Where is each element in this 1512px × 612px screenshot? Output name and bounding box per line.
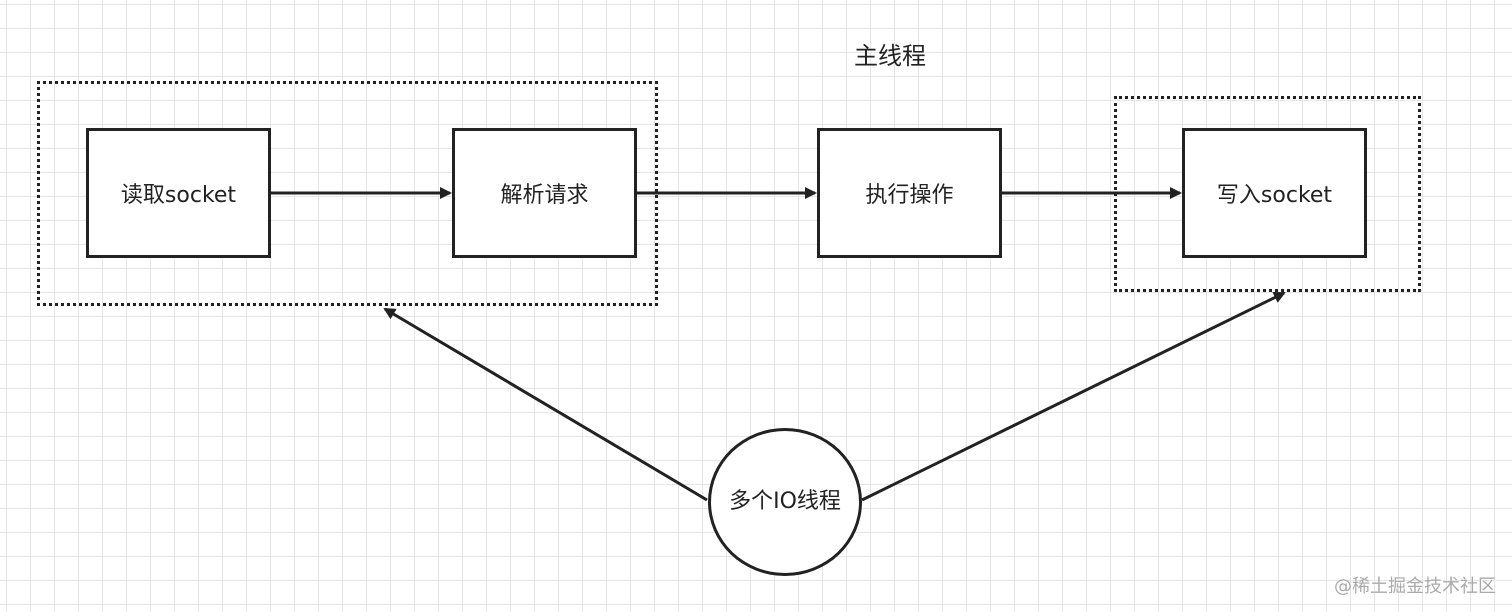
parse-request-node: 解析请求 [452, 128, 637, 258]
parse-request-label: 解析请求 [500, 183, 589, 208]
write-socket-label: 写入socket [1216, 183, 1333, 208]
execute-operation-node: 执行操作 [817, 128, 1002, 258]
diagram-title: 主线程 [854, 42, 926, 70]
write-socket-node: 写入socket [1182, 128, 1367, 258]
io-write-group [1114, 96, 1421, 292]
read-socket-node: 读取socket [86, 128, 271, 258]
io-threads-node: 多个IO线程 [708, 428, 862, 576]
arrow-io-to-read-group [383, 307, 708, 502]
execute-operation-label: 执行操作 [865, 183, 954, 208]
io-read-group [37, 81, 658, 306]
read-socket-label: 读取socket [120, 183, 237, 208]
arrow-io-to-write-group [861, 291, 1286, 502]
watermark: @稀土掘金技术社区 [1334, 576, 1496, 597]
io-threads-label: 多个IO线程 [729, 489, 841, 515]
